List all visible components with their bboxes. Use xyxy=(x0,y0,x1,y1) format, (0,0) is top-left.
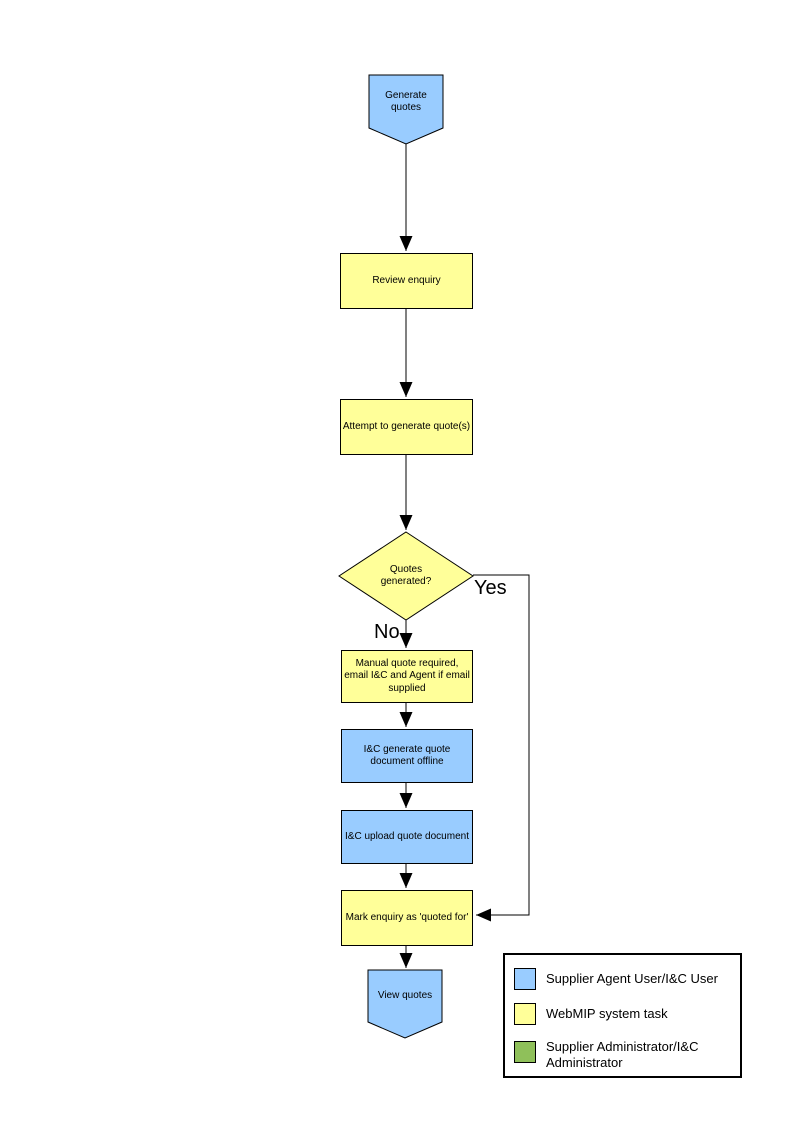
legend-swatch-blue xyxy=(514,968,536,990)
legend-item-webmip-task: WebMIP system task xyxy=(514,1003,734,1025)
node-attempt-generate-quotes: Attempt to generate quote(s) xyxy=(340,399,473,455)
decision-diamond-shape xyxy=(338,531,474,621)
arrow-decision-yes-to-mark xyxy=(473,574,530,922)
branch-label-yes: Yes xyxy=(474,577,507,599)
legend: Supplier Agent User/I&C User WebMIP syst… xyxy=(503,953,742,1078)
legend-item-supplier-administrator: Supplier Administrator/I&C Administrator xyxy=(514,1039,734,1072)
node-ic-generate-quote-offline: I&C generate quote document offline xyxy=(341,729,473,783)
legend-swatch-yellow xyxy=(514,1003,536,1025)
start-offpage-shape xyxy=(368,74,444,145)
branch-label-no: No xyxy=(374,621,400,643)
legend-item-label: Supplier Administrator/I&C Administrator xyxy=(546,1039,699,1071)
node-review-enquiry: Review enquiry xyxy=(340,253,473,309)
legend-item-supplier-agent: Supplier Agent User/I&C User xyxy=(514,968,734,990)
legend-swatch-green xyxy=(514,1041,536,1063)
node-manual-quote-required: Manual quote required, email I&C and Age… xyxy=(341,650,473,703)
legend-item-label: Supplier Agent User/I&C User xyxy=(546,970,718,986)
end-offpage-shape xyxy=(367,969,443,1039)
node-ic-upload-quote-document: I&C upload quote document xyxy=(341,810,473,864)
node-mark-enquiry-quoted-for: Mark enquiry as 'quoted for' xyxy=(341,890,473,946)
legend-item-label: WebMIP system task xyxy=(546,1005,668,1021)
